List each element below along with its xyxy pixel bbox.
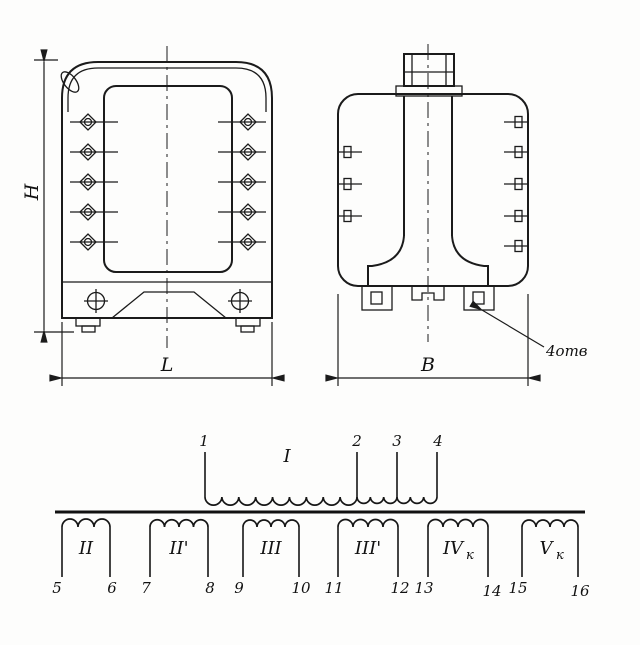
secondary-winding: V к 15 16: [508, 519, 590, 600]
secondary-coil: [337, 518, 399, 528]
mounting-foot-right: [235, 317, 261, 333]
terminal-number: 5: [52, 579, 62, 597]
terminal-tick: [503, 177, 529, 191]
winding-label: III: [259, 538, 282, 559]
strap-lug: [60, 71, 80, 93]
dimension-L-label: L: [160, 354, 174, 376]
terminal-pin: [217, 113, 267, 131]
winding-label-sub: к: [556, 548, 564, 563]
side-view: B 4отв: [325, 44, 588, 386]
terminal-tick: [337, 177, 363, 191]
winding-label: II': [168, 538, 188, 559]
winding-label: III': [354, 538, 381, 559]
secondary-coil: [61, 518, 111, 528]
winding-label: IV: [442, 538, 465, 559]
center-bottom-tab: [411, 286, 445, 301]
mounting-bolt-left: [84, 289, 108, 313]
terminal-tick: [503, 145, 529, 159]
terminal-pin: [69, 113, 119, 131]
front-terminal-pins-left: [69, 113, 119, 251]
terminal-tick: [337, 209, 363, 223]
terminal-number: 2: [351, 432, 362, 450]
terminal-number: 11: [324, 579, 343, 597]
terminal-pin: [217, 173, 267, 191]
dimension-B: B: [325, 294, 541, 386]
terminal-number: 7: [141, 579, 151, 597]
front-view: H L: [21, 46, 285, 386]
secondary-coil: [521, 519, 579, 528]
winding-label-sub: к: [466, 548, 474, 563]
mounting-foot-left: [75, 317, 101, 333]
terminal-number: 13: [414, 579, 433, 597]
terminal-pin: [69, 203, 119, 221]
terminal-number: 9: [234, 579, 244, 597]
secondary-winding: II' 7 8: [141, 518, 215, 597]
dimension-H: H: [21, 49, 74, 343]
side-foot-left: [361, 285, 393, 311]
side-terminal-ticks-right: [503, 115, 529, 253]
terminal-number: 16: [570, 582, 590, 600]
terminal-number: 10: [291, 579, 311, 597]
secondary-coil: [427, 518, 489, 528]
front-terminal-pins-right: [217, 113, 267, 251]
winding-label: II: [78, 538, 94, 559]
side-body-outline: [337, 93, 529, 287]
terminal-pin: [69, 233, 119, 251]
dimension-B-label: B: [420, 354, 435, 376]
terminal-pin: [217, 203, 267, 221]
terminal-tick: [503, 115, 529, 129]
mounting-bolt-right: [228, 289, 252, 313]
holes-callout: 4отв: [469, 300, 588, 360]
front-body-outline: [61, 61, 273, 319]
winding-label: V: [540, 538, 555, 559]
secondary-winding: III 9 10: [234, 519, 311, 597]
coil-window: [103, 85, 233, 273]
secondary-coil: [149, 518, 209, 528]
primary-winding-label: I: [282, 446, 291, 467]
terminal-pin: [217, 143, 267, 161]
top-terminal-block: [395, 53, 463, 97]
terminal-pin: [217, 233, 267, 251]
terminal-tick: [337, 145, 363, 159]
primary-coil: [204, 496, 438, 506]
terminal-number: 3: [392, 432, 402, 450]
side-terminal-ticks-left: [337, 145, 363, 223]
side-foot-right: [463, 285, 495, 311]
secondary-winding: II 5 6: [52, 518, 117, 597]
secondary-coil: [242, 519, 300, 528]
holes-note-label: 4отв: [545, 342, 588, 360]
terminal-number: 8: [205, 579, 215, 597]
terminal-tick: [503, 239, 529, 253]
terminal-number: 4: [432, 432, 443, 450]
primary-winding: 1 2 3 4 I: [199, 432, 443, 506]
core-column: [367, 96, 489, 301]
dimension-H-label: H: [21, 183, 43, 201]
terminal-tick: [503, 209, 529, 223]
terminal-number: 12: [390, 579, 409, 597]
terminal-number: 1: [199, 432, 209, 450]
terminal-pin: [69, 143, 119, 161]
dimension-L: L: [49, 322, 285, 386]
terminal-number: 14: [482, 582, 501, 600]
secondary-winding: IV к 13 14: [414, 518, 502, 600]
terminal-number: 6: [107, 579, 117, 597]
terminal-number: 15: [508, 579, 527, 597]
base-trapezoid: [111, 291, 227, 319]
terminal-pin: [69, 173, 119, 191]
winding-schematic: 1 2 3 4 I II 5 6 II' 7 8: [52, 432, 590, 600]
secondary-winding: III' 11 12: [324, 518, 410, 597]
